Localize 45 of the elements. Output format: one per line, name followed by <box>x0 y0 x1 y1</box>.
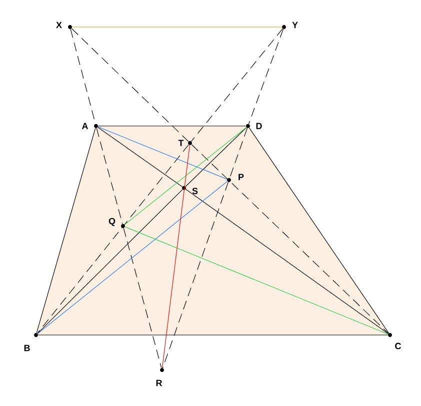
point: C <box>388 333 401 350</box>
dashed-line <box>229 128 248 178</box>
node-label: Y <box>292 22 298 28</box>
dashed-line <box>191 28 283 142</box>
point: D <box>246 122 262 130</box>
node-label: B <box>24 344 30 352</box>
node-label: X <box>56 22 62 28</box>
line-segment <box>248 128 390 334</box>
point: R <box>156 368 164 386</box>
dashed-line <box>191 144 389 334</box>
node-label: S <box>192 188 198 194</box>
line-segment <box>72 26 282 28</box>
point: A <box>82 122 98 130</box>
line-segment <box>98 126 228 180</box>
line-segment <box>185 188 389 334</box>
point: B <box>24 333 38 352</box>
point: S <box>182 186 198 194</box>
line-segment <box>162 144 190 368</box>
node-label: T <box>178 140 184 146</box>
point: T <box>178 140 192 146</box>
point: Y <box>282 22 298 29</box>
line-segment <box>38 334 388 336</box>
dashed-line <box>248 28 284 124</box>
dashed-line <box>70 28 96 124</box>
node-label: D <box>256 122 262 130</box>
line-segment <box>36 128 96 334</box>
dashed-line <box>71 28 189 142</box>
node-label: A <box>82 122 88 130</box>
dashed-line <box>123 228 162 368</box>
line-segment <box>124 226 388 334</box>
dashed-line <box>162 182 229 368</box>
point: Q <box>108 218 125 228</box>
line-segment <box>37 189 183 334</box>
line-segment <box>37 181 228 334</box>
dashed-line <box>96 128 123 224</box>
point: X <box>56 22 72 29</box>
point: P <box>227 174 244 182</box>
line-segment <box>97 126 183 188</box>
line-segment <box>185 127 247 187</box>
dashed-line <box>37 144 189 334</box>
node-label: C <box>395 342 402 350</box>
node-label: Q <box>108 218 116 226</box>
node-label: P <box>238 174 244 180</box>
line-segment <box>124 127 247 225</box>
node-label: R <box>156 380 162 386</box>
